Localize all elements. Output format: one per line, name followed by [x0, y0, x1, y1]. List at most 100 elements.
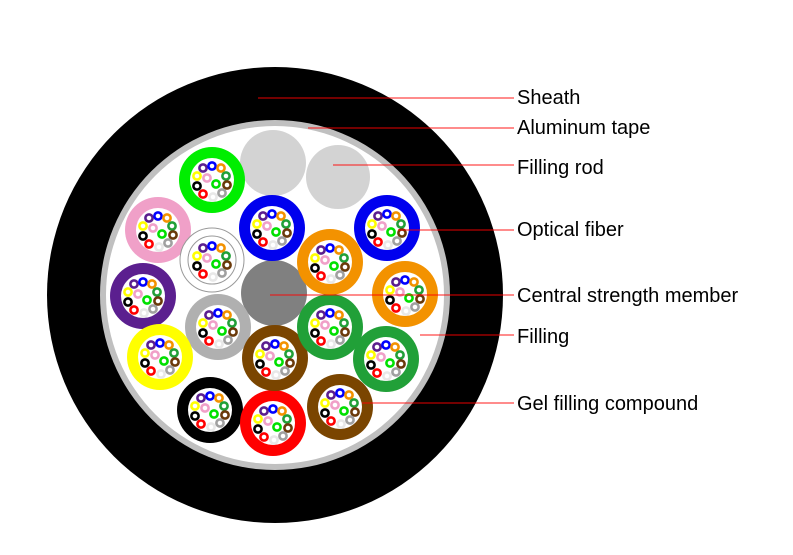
optical-fiber [277, 236, 287, 246]
optical-fiber [340, 262, 350, 272]
optical-fiber [252, 219, 262, 229]
optical-fiber [142, 295, 152, 305]
optical-fiber [325, 243, 335, 253]
optical-fiber [316, 271, 326, 281]
optical-fiber [198, 189, 208, 199]
optical-fiber [204, 336, 214, 346]
optical-fiber [367, 219, 377, 229]
optical-fiber [253, 424, 263, 434]
label-aluminum-tape: Aluminum tape [517, 117, 651, 139]
optical-fiber [252, 229, 262, 239]
optical-fiber [391, 303, 401, 313]
optical-fiber [383, 240, 393, 250]
loose-tube [177, 377, 243, 443]
optical-fiber [285, 358, 295, 368]
optical-fiber [404, 293, 414, 303]
optical-fiber [144, 239, 154, 249]
loose-tube [110, 263, 176, 329]
optical-fiber [280, 366, 290, 376]
loose-tube [307, 374, 373, 440]
optical-fiber [310, 328, 320, 338]
optical-fiber [211, 259, 221, 269]
optical-fiber [198, 318, 208, 328]
optical-fiber [214, 393, 224, 403]
optical-fiber [196, 419, 206, 429]
label-filling: Filling [517, 326, 570, 348]
optical-fiber [221, 171, 231, 181]
optical-fiber [204, 310, 214, 320]
optical-fiber [262, 221, 272, 231]
optical-fiber [339, 253, 349, 263]
loose-tube [242, 325, 308, 391]
optical-fiber [320, 320, 330, 330]
loose-tube [297, 229, 363, 295]
optical-fiber [163, 238, 173, 248]
optical-fiber [216, 163, 226, 173]
optical-fiber [366, 360, 376, 370]
optical-fiber [268, 240, 278, 250]
optical-fiber [274, 357, 284, 367]
optical-fiber [391, 277, 401, 287]
optical-fiber [259, 406, 269, 416]
optical-fiber [377, 221, 387, 231]
optical-fiber [283, 423, 293, 433]
optical-fiber [154, 242, 164, 252]
loose-tube [297, 294, 363, 360]
optical-fiber [410, 302, 420, 312]
optical-fiber [335, 388, 345, 398]
optical-fiber [326, 390, 336, 400]
optical-fiber [169, 348, 179, 358]
optical-fiber [397, 228, 407, 238]
label-optical-fiber: Optical fiber [517, 219, 624, 241]
optical-fiber [208, 320, 218, 330]
optical-fiber [386, 227, 396, 237]
optical-fiber [198, 243, 208, 253]
optical-fiber [208, 192, 218, 202]
optical-fiber [390, 342, 400, 352]
loose-tube [240, 390, 306, 456]
loose-tubes [110, 147, 438, 456]
loose-tube [179, 147, 245, 213]
optical-fiber [400, 275, 410, 285]
optical-fiber [208, 272, 218, 282]
optical-fiber [271, 370, 281, 380]
leader-lines [258, 97, 514, 404]
optical-fiber [395, 350, 405, 360]
optical-fiber [310, 318, 320, 328]
optical-fiber [152, 287, 162, 297]
optical-fiber [334, 245, 344, 255]
optical-fiber [268, 404, 278, 414]
optical-fiber [190, 401, 200, 411]
optical-fiber [138, 277, 148, 287]
loose-tube [185, 294, 251, 360]
optical-fiber [263, 416, 273, 426]
optical-fiber [320, 408, 330, 418]
optical-fiber [277, 406, 287, 416]
optical-fiber [214, 339, 224, 349]
optical-fiber [198, 269, 208, 279]
optical-fiber [148, 223, 158, 233]
optical-fiber [385, 285, 395, 295]
optical-fiber [265, 351, 275, 361]
optical-fiber [207, 161, 217, 171]
optical-fiber [401, 306, 411, 316]
optical-fiber [148, 304, 158, 314]
optical-fiber [325, 308, 335, 318]
optical-fiber [270, 339, 280, 349]
optical-fiber [282, 228, 292, 238]
optical-fiber [140, 358, 150, 368]
optical-fiber [284, 349, 294, 359]
optical-fiber [382, 209, 392, 219]
optical-fiber [162, 213, 172, 223]
optical-fiber [340, 327, 350, 337]
optical-fiber [336, 419, 346, 429]
optical-fiber [200, 403, 210, 413]
optical-fiber [344, 390, 354, 400]
optical-fiber [259, 432, 269, 442]
optical-fiber [222, 180, 232, 190]
optical-fiber [255, 349, 265, 359]
optical-fiber [192, 181, 202, 191]
optical-fiber [138, 221, 148, 231]
optical-fiber [157, 229, 167, 239]
optical-fiber [217, 268, 227, 278]
